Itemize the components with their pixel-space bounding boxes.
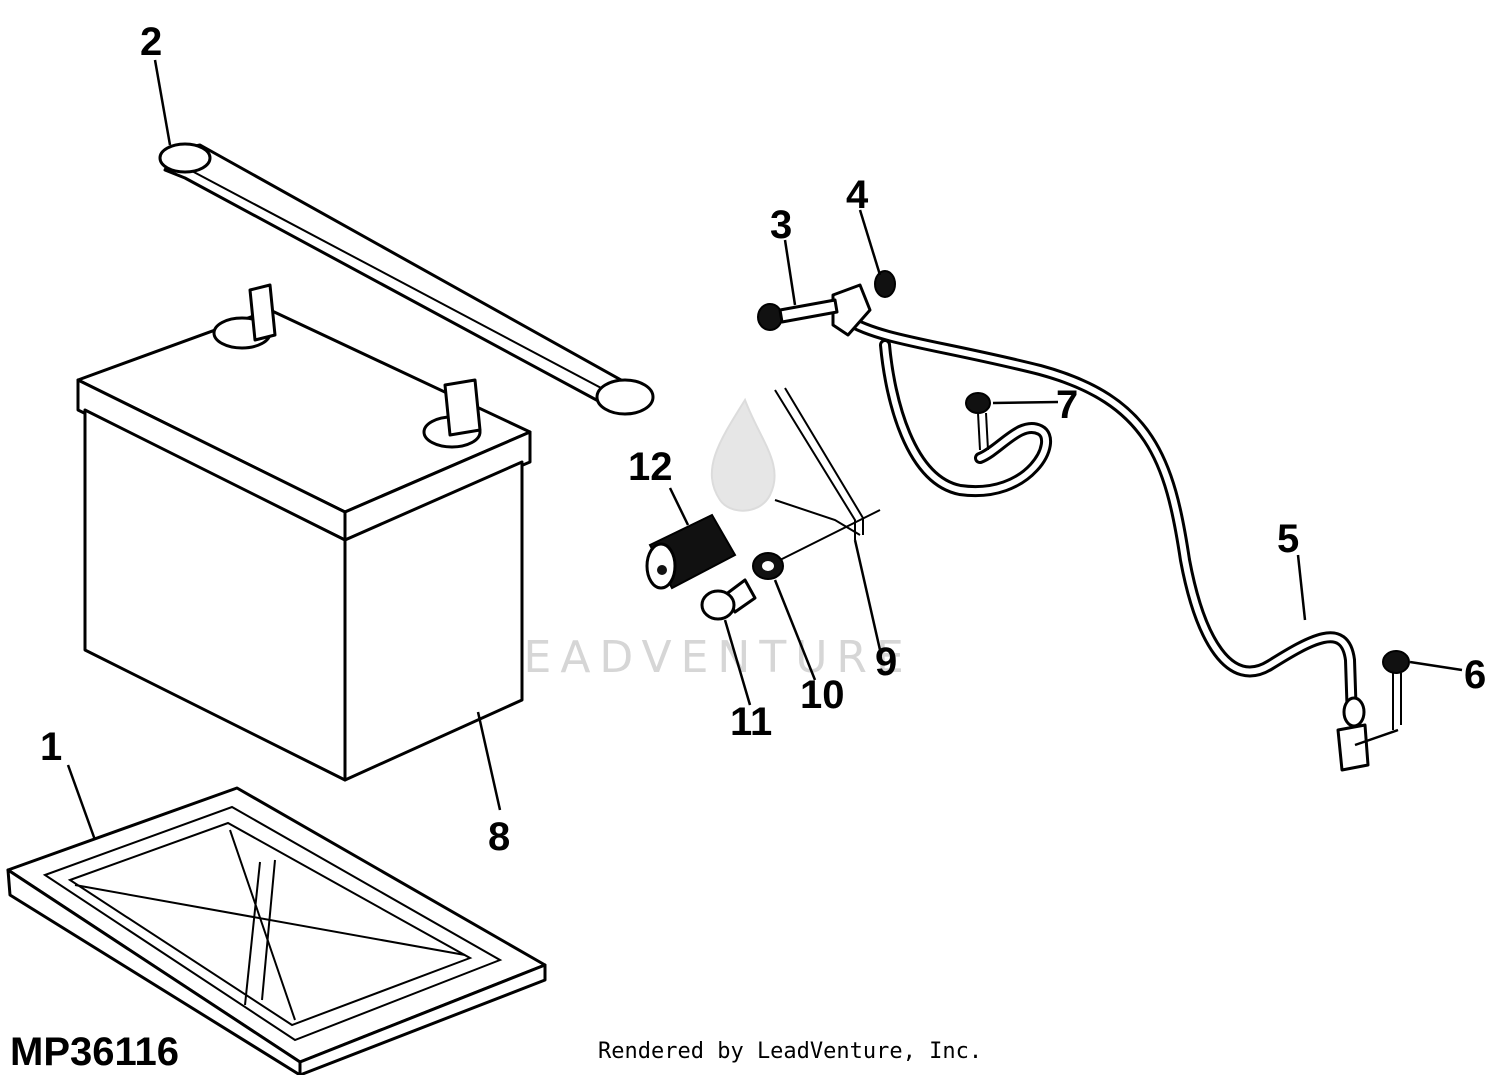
watermark: LEADVENTURE: [490, 397, 913, 683]
j-bolt-icon[interactable]: [774, 387, 881, 561]
bolt-icon[interactable]: [757, 298, 839, 331]
callout-12: 12: [628, 445, 673, 489]
callout-8: 8: [488, 815, 510, 859]
callout-4: 4: [846, 173, 869, 217]
watermark-flame-icon: [710, 397, 776, 512]
leader-lines: [66, 59, 1463, 841]
bolt-icon[interactable]: [700, 578, 757, 621]
battery-cable-icon[interactable]: [831, 283, 1370, 772]
callout-1: 1: [40, 725, 62, 769]
callouts: 2 1 3 4 7 5 6 8 9 10 11 12: [40, 20, 1486, 859]
callout-5: 5: [1277, 517, 1299, 561]
callout-3: 3: [770, 203, 792, 247]
callout-2: 2: [140, 20, 162, 64]
watermark-text: LEADVENTURE: [490, 632, 913, 683]
callout-6: 6: [1464, 653, 1486, 697]
washer-icon[interactable]: [752, 552, 784, 580]
bolt-icon[interactable]: [1382, 650, 1410, 730]
battery-tray-icon[interactable]: [6, 786, 547, 1075]
nut-icon[interactable]: [874, 270, 896, 298]
callout-7: 7: [1056, 383, 1078, 427]
callout-10: 10: [800, 673, 845, 717]
terminal-boot-icon[interactable]: [645, 513, 737, 590]
hold-down-rod-icon[interactable]: [158, 142, 655, 416]
bolt-icon[interactable]: [965, 392, 991, 451]
callout-9: 9: [875, 640, 897, 684]
diagram-code: MP36116: [10, 1030, 179, 1074]
render-credit: Rendered by LeadVenture, Inc.: [598, 1039, 982, 1064]
battery-icon[interactable]: [76, 283, 532, 782]
callout-11: 11: [730, 700, 772, 744]
